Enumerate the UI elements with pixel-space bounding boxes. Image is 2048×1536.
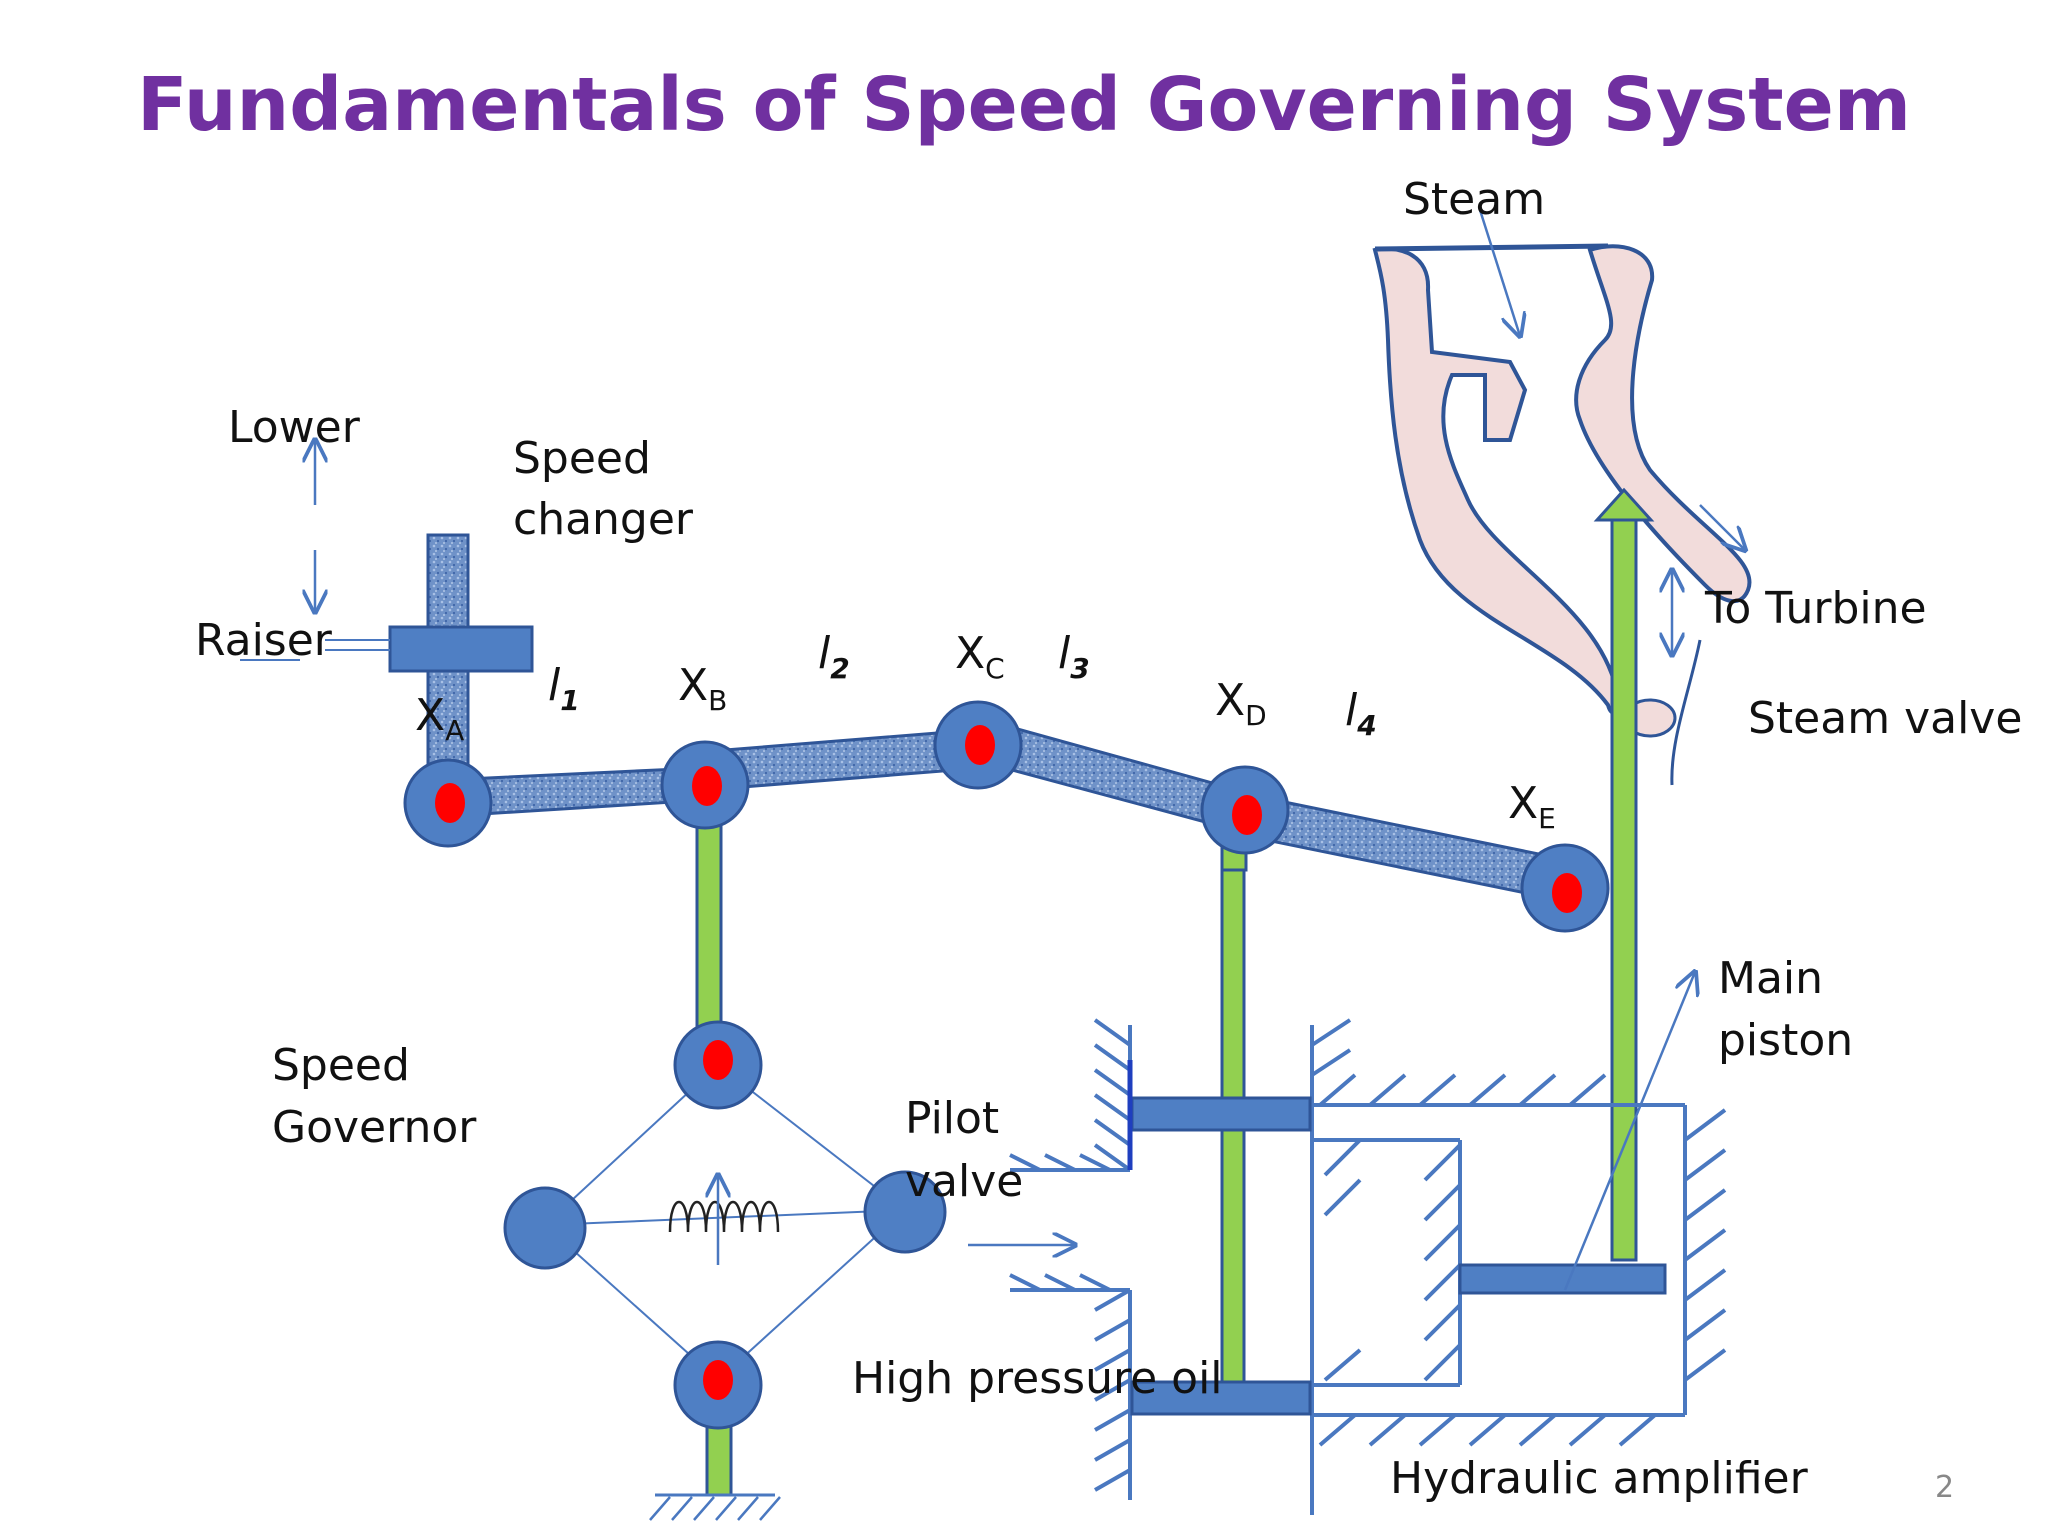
speed-governor-label-1: Speed bbox=[272, 1040, 410, 1091]
raiser-label: Raiser bbox=[195, 615, 333, 666]
point-label-d: XD bbox=[1215, 675, 1267, 732]
length-label-l2: l2 bbox=[818, 628, 850, 685]
speed-changer bbox=[240, 533, 534, 777]
length-label-l4: l4 bbox=[1345, 685, 1377, 742]
length-label-l1: l1 bbox=[548, 660, 580, 717]
point-label-c: XC bbox=[955, 628, 1005, 685]
hydraulic-amplifier bbox=[1009, 1018, 1727, 1515]
pivot-node-governor-top bbox=[673, 1020, 763, 1110]
hydraulic-amplifier-label: Hydraulic amplifier bbox=[1390, 1453, 1809, 1504]
floating-linkage bbox=[443, 718, 1570, 902]
main-piston-label-1: Main bbox=[1718, 953, 1823, 1004]
pivot-node-b bbox=[660, 740, 750, 830]
pivot-node-governor-bottom bbox=[673, 1340, 763, 1430]
point-label-e: XE bbox=[1508, 778, 1556, 835]
speed-governor bbox=[503, 1064, 947, 1521]
pivot-node-c bbox=[933, 700, 1023, 790]
to-turbine-label: To Turbine bbox=[1704, 583, 1927, 634]
pivot-node-e bbox=[1520, 843, 1610, 933]
main-piston-label-2: piston bbox=[1718, 1015, 1853, 1066]
length-label-l3: l3 bbox=[1058, 628, 1090, 685]
pilot-valve-label-1: Pilot bbox=[905, 1093, 999, 1144]
pilot-valve-label-2: valve bbox=[905, 1156, 1023, 1207]
pivot-node-d bbox=[1200, 765, 1290, 855]
speed-changer-label-1: Speed bbox=[513, 433, 651, 484]
lower-label: Lower bbox=[228, 402, 361, 453]
point-label-b: XB bbox=[678, 660, 727, 717]
to-turbine-arrow bbox=[1699, 504, 1745, 550]
speed-changer-label-2: changer bbox=[513, 494, 694, 545]
main-piston-plate bbox=[1458, 1263, 1667, 1295]
pilot-valve bbox=[1127, 848, 1312, 1416]
governor-rod bbox=[695, 818, 723, 1032]
page-number: 2 bbox=[1935, 1470, 1954, 1505]
pivot-node-a bbox=[403, 758, 493, 848]
steam-valve-label: Steam valve bbox=[1748, 693, 2022, 744]
main-piston-arrow bbox=[1563, 972, 1695, 1291]
high-pressure-oil-label: High pressure oil bbox=[852, 1353, 1223, 1404]
point-label-a: XA bbox=[415, 690, 464, 747]
steam-label: Steam bbox=[1403, 174, 1545, 225]
page-title: Fundamentals of Speed Governing System bbox=[137, 62, 1911, 148]
steam-valve-body bbox=[1372, 243, 1752, 786]
speed-governor-label-2: Governor bbox=[272, 1102, 477, 1153]
main-piston-rod bbox=[1593, 487, 1655, 1262]
spring-icon bbox=[668, 1200, 780, 1233]
steam-flow-arrow bbox=[1478, 209, 1520, 336]
